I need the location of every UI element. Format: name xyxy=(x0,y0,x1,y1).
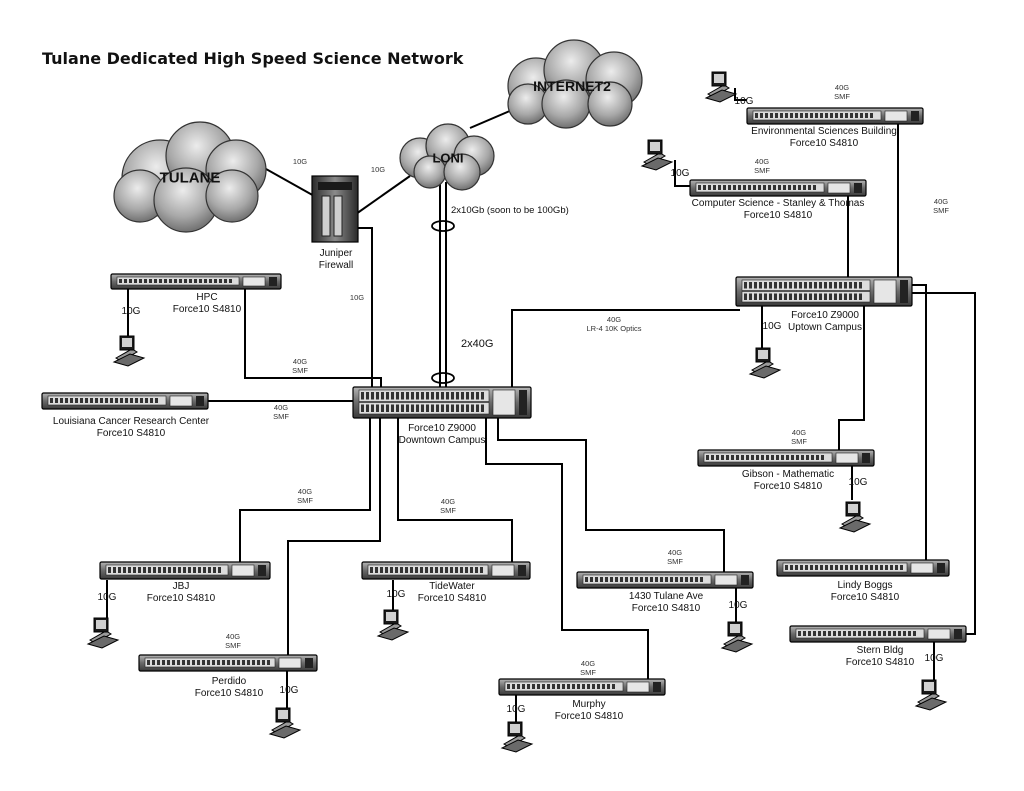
hpc-switch-icon xyxy=(110,273,282,290)
uptown-pc-speed: 10G xyxy=(762,321,782,332)
gibson-workstation-icon xyxy=(838,501,872,533)
link-downtown-tidewater xyxy=(397,418,513,564)
1430-workstation-icon xyxy=(720,621,754,653)
tulane-cloud xyxy=(113,121,267,233)
stern-switch-icon xyxy=(789,625,967,643)
loni-cloud-label: LONI xyxy=(432,150,464,166)
diagram-title: Tulane Dedicated High Speed Science Netw… xyxy=(42,49,464,68)
juniper-firewall-icon xyxy=(311,175,359,243)
1430-pc-speed: 10G xyxy=(728,600,748,611)
tidewater-pc-speed: 10G xyxy=(386,589,406,600)
bundle-ring-upper xyxy=(431,220,455,232)
murphy-workstation-icon xyxy=(500,721,534,753)
hpc-pc-speed: 10G xyxy=(121,306,141,317)
link-uptown-gibson xyxy=(838,305,865,452)
stern-workstation-icon xyxy=(914,679,948,711)
perdido-workstation-icon xyxy=(268,707,302,739)
jbj-switch-icon xyxy=(99,561,271,580)
cs-switch-icon xyxy=(689,179,867,197)
env-workstation-icon xyxy=(704,71,738,103)
trunk-label: 2x40G xyxy=(461,338,494,350)
lindy-switch-icon xyxy=(776,559,950,577)
perdido-pc-speed: 10G xyxy=(279,685,299,696)
link-firewall-downtown xyxy=(356,227,373,390)
tidewater-workstation-icon xyxy=(376,609,410,641)
connection-lines xyxy=(106,88,976,722)
bundle-ring-lower xyxy=(431,372,455,384)
jbj-workstation-icon xyxy=(86,617,120,649)
link-downtown-1430 xyxy=(497,418,725,574)
loni-uplink-label: 2x10Gb (soon to be 100Gb) xyxy=(451,205,569,216)
tidewater-switch-icon xyxy=(361,561,531,580)
murphy-switch-icon xyxy=(498,678,666,696)
firewall-downtown-speed: 10G xyxy=(349,293,365,302)
murphy-pc-speed: 10G xyxy=(506,704,526,715)
gibson-pc-speed: 10G xyxy=(848,477,868,488)
loni-cloud xyxy=(399,123,495,191)
tulane-firewall-speed: 10G xyxy=(292,157,308,166)
uptown-z9000-icon xyxy=(735,276,913,307)
gibson-switch-icon xyxy=(697,449,875,467)
env-pc-speed: 10G xyxy=(734,96,754,107)
link-firewall-loni xyxy=(355,175,411,215)
firewall-loni-speed: 10G xyxy=(370,165,386,174)
internet2-cloud xyxy=(507,39,643,129)
link-uptown-lindy xyxy=(903,284,927,562)
env-switch-icon xyxy=(746,107,924,125)
link-hpc-downtown xyxy=(244,288,382,390)
downtown-z9000-icon xyxy=(352,386,532,419)
link-cs-pc xyxy=(674,160,690,187)
cs-pc-speed: 10G xyxy=(670,168,690,179)
stern-pc-speed: 10G xyxy=(924,653,944,664)
link-downtown-perdido xyxy=(287,418,381,658)
jbj-pc-speed: 10G xyxy=(97,592,117,603)
link-downtown-murphy xyxy=(485,418,649,682)
link-downtown-jbj xyxy=(239,418,371,564)
lcrc-switch-icon xyxy=(41,392,209,410)
link-downtown-uptown xyxy=(511,309,740,390)
uptown-workstation-icon xyxy=(748,347,782,379)
link-uptown-stern xyxy=(905,292,976,635)
cs-workstation-icon xyxy=(640,139,674,171)
perdido-switch-icon xyxy=(138,654,318,672)
internet2-cloud-label: INTERNET2 xyxy=(533,78,611,94)
link-env-pc xyxy=(734,88,747,101)
tulane-cloud-label: TULANE xyxy=(159,169,221,187)
1430-switch-icon xyxy=(576,571,754,589)
hpc-workstation-icon xyxy=(112,335,146,367)
link-loni-internet2 xyxy=(469,109,513,129)
